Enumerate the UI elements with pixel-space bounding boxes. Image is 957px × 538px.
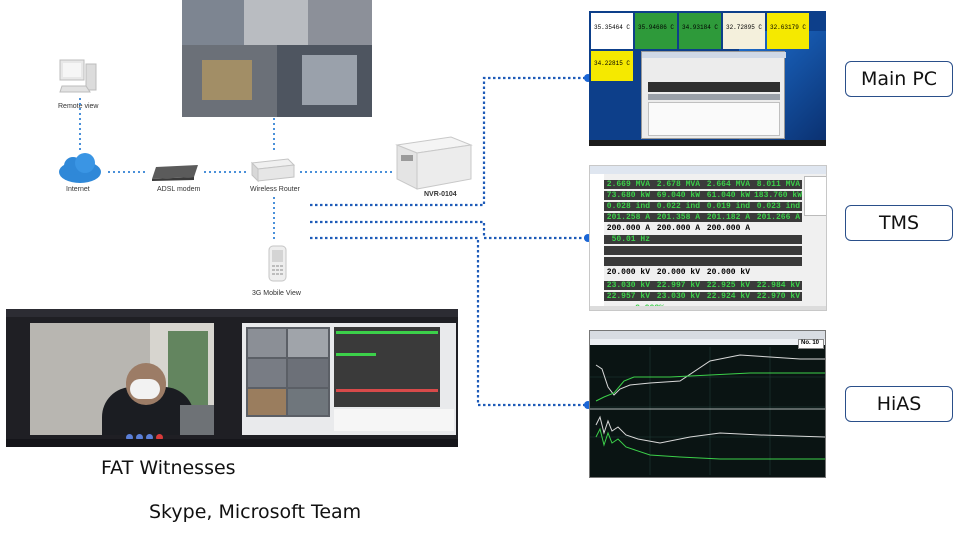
tms-cell: 201.182 A: [706, 213, 750, 222]
remote-view-label: Remote view: [58, 103, 99, 110]
pc-tile-second-row: 34.22815 C: [591, 51, 633, 81]
tms-cell: 23.030 kV: [606, 281, 650, 290]
tms-cell: 200.000 A: [606, 224, 650, 233]
hias-screenshot: No. 10: [589, 330, 826, 478]
main-pc-label: Main PC: [845, 61, 953, 97]
fat-witnesses-caption: FAT Witnesses: [101, 457, 236, 479]
mobile-phone-icon: [267, 245, 289, 283]
tms-cell: 2.664 MVA: [706, 180, 750, 189]
tms-row: 200.000 A 200.000 A 200.000 A: [604, 224, 802, 233]
participant-video: [30, 323, 214, 435]
pc-temp-value: 32.63179 C: [769, 24, 806, 31]
nvr-label: NVR-0104: [424, 191, 457, 198]
tms-cell: 22.925 kV: [706, 281, 750, 290]
tms-cell: 22.970 kV: [756, 292, 800, 301]
tms-label: TMS: [845, 205, 953, 241]
tms-row: 73.680 kW 69.040 kW 61.040 kW 183.760 kW: [604, 191, 802, 200]
tms-row: 0.028 ind 0.022 ind 0.019 ind 0.023 ind: [604, 202, 802, 211]
nvr-icon: [395, 133, 473, 191]
cctv-collage: [182, 0, 372, 117]
tms-cell: 201.266 A: [756, 213, 800, 222]
tms-cell: 0.023 ind: [756, 202, 800, 211]
tms-cell: 22.957 kV: [606, 292, 650, 301]
router-icon: [248, 155, 296, 183]
adsl-modem-label: ADSL modem: [157, 186, 201, 193]
tms-cell: 201.258 A: [606, 213, 650, 222]
tms-row: 201.258 A 201.358 A 201.182 A 201.266 A: [604, 213, 802, 222]
hias-waveforms: [590, 347, 825, 475]
pc-temp-value: 32.72895 C: [725, 24, 762, 31]
tms-screenshot: 2.669 MVA 2.678 MVA 2.664 MVA 8.011 MVA 73.6…: [589, 165, 827, 311]
tms-cell: 20.000 kV: [606, 268, 650, 277]
tms-frequency: 50.01 Hz: [611, 235, 650, 244]
tms-cell: 2.669 MVA: [606, 180, 650, 189]
tms-cell: 0.022 ind: [656, 202, 700, 211]
skype-teams-caption: Skype, Microsoft Team: [149, 501, 362, 523]
pc-temp-tile: 32.72895 C: [723, 13, 765, 49]
video-call-screenshot: [6, 309, 458, 447]
tms-row: 22.957 kV 23.030 kV 22.924 kV 22.970 kV: [604, 292, 802, 301]
tms-cell: 69.040 kW: [656, 191, 700, 200]
hias-label: HiAS: [845, 386, 953, 422]
tms-cell: 22.997 kV: [656, 281, 700, 290]
pc-temp-tile: 34.93184 C: [679, 13, 721, 49]
tms-cell: 200.000 A: [656, 224, 700, 233]
tms-cell: 201.358 A: [656, 213, 700, 222]
tms-cell: 8.011 MVA: [756, 180, 800, 189]
tms-cell: 0.028 ind: [606, 202, 650, 211]
mobile-view-label: 3G Mobile View: [252, 290, 301, 297]
internet-label: Internet: [66, 186, 90, 193]
tms-cell: 20.000 kV: [656, 268, 700, 277]
pc-temp-tile: 35.35464 C: [591, 13, 633, 49]
tms-cell: 22.924 kV: [706, 292, 750, 301]
computer-icon: [58, 58, 100, 94]
tms-cell: 2.678 MVA: [656, 180, 700, 189]
tms-frequency-row: 50.01 Hz: [604, 235, 802, 244]
tms-cell: 23.030 kV: [656, 292, 700, 301]
hias-badge: No. 10: [801, 340, 820, 346]
tms-cell: 73.680 kW: [606, 191, 650, 200]
tms-cell: 20.000 kV: [706, 268, 750, 277]
tms-cell: 61.040 kW: [706, 191, 750, 200]
tms-row: 23.030 kV 22.997 kV 22.925 kV 22.984 kV: [604, 281, 802, 290]
tms-cell: 200.000 A: [706, 224, 750, 233]
pc-temp-tile: 32.63179 C: [767, 13, 809, 49]
cloud-icon: [57, 152, 103, 184]
pc-app-window: [641, 51, 786, 139]
pc-temp-value: 34.93184 C: [681, 24, 718, 31]
tms-row: 20.000 kV 20.000 kV 20.000 kV: [604, 268, 802, 277]
main-pc-screenshot: 35.35464 C 35.94686 C 34.93184 C 32.72895 C…: [589, 11, 826, 146]
wireless-router-label: Wireless Router: [250, 186, 300, 193]
tms-cell: 183.760 kW: [754, 191, 803, 200]
tms-blank-row: [604, 257, 802, 266]
tms-cell: 22.984 kV: [756, 281, 800, 290]
modem-icon: [150, 163, 200, 181]
tms-row: 2.669 MVA 2.678 MVA 2.664 MVA 8.011 MVA: [604, 180, 802, 189]
shared-screen: [242, 323, 456, 435]
pc-temp-value: 35.35464 C: [593, 24, 630, 31]
pc-temp-value: 35.94686 C: [637, 24, 674, 31]
pc-temp-tile: 35.94686 C: [635, 13, 677, 49]
tms-cell: 0.019 ind: [706, 202, 750, 211]
tms-blank-row: [604, 246, 802, 255]
